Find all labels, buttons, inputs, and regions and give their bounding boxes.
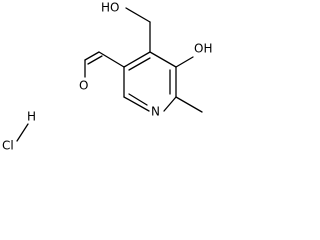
pyridoxal-hydrochloride-structure: HO OH O N H Cl — [2, 1, 212, 153]
hcl-h-label: H — [27, 110, 36, 124]
ring-bond-c5-c4 — [149, 51, 177, 68]
bond-ch2-o — [125, 7, 151, 23]
pyridine-ring — [123, 51, 177, 112]
phenol-group: OH — [175, 42, 212, 68]
bond-c3-cho — [98, 51, 125, 68]
aldehyde-co-double-bond — [87, 55, 103, 65]
aldehyde-o-label: O — [79, 79, 88, 93]
ring-nitrogen-label: N — [151, 105, 160, 119]
ring-double-bond-c2-n — [128, 93, 148, 106]
methyl-bond — [175, 96, 203, 113]
ring-bond-c4-c3 — [123, 51, 151, 68]
hydroxymethyl-oh-label: HO — [101, 1, 119, 15]
aldehyde-group: O — [79, 51, 125, 93]
hcl-cl-label: Cl — [2, 139, 14, 153]
aldehyde-co-bond — [84, 51, 100, 61]
hydrochloride: H Cl — [2, 110, 36, 153]
ring-bond-c2-n — [123, 96, 150, 112]
ring-bond-n-c6 — [163, 96, 177, 112]
hydroxymethyl-group: HO — [101, 1, 151, 53]
hcl-bond — [16, 123, 29, 142]
ring-double-bond-c4-c3 — [128, 57, 151, 71]
bond-c5-oh — [175, 56, 194, 68]
phenol-oh-label: OH — [194, 42, 212, 56]
